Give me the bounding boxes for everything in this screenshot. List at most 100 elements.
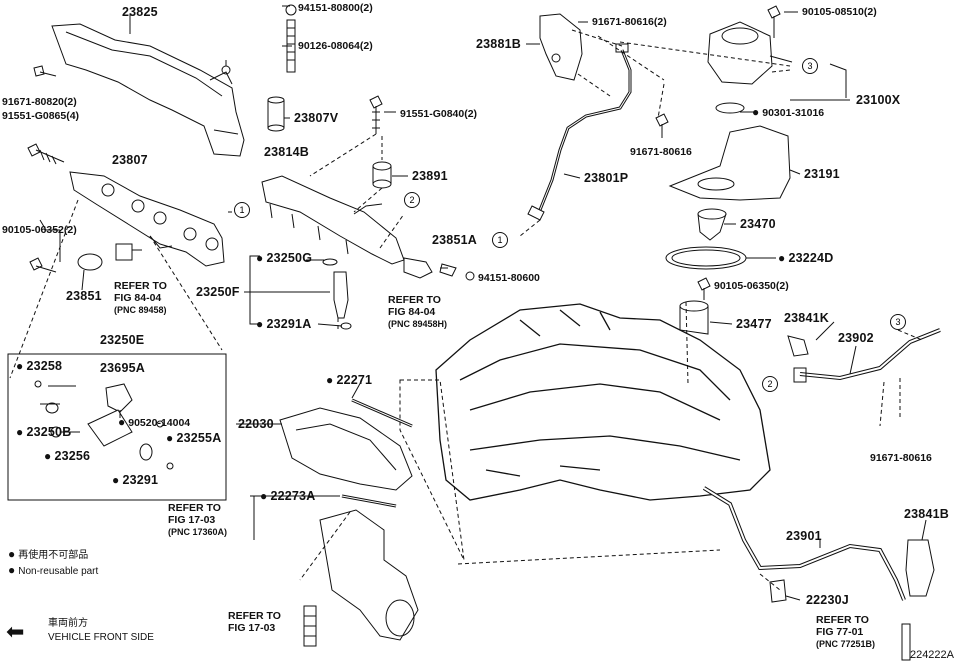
label-23100x[interactable]: 23100X xyxy=(856,93,901,107)
bolt-91551-g0865-drawing xyxy=(27,143,65,165)
label-94151-80600[interactable]: 94151-80600 xyxy=(478,272,540,284)
refer-line: FIG 84-04 xyxy=(114,292,162,304)
label-22230j[interactable]: 22230J xyxy=(806,593,849,607)
refer-line: (PNC 17360A) xyxy=(168,527,228,537)
refer-to-fig-17-03-b[interactable]: REFER TO FIG 17-03 xyxy=(228,610,281,634)
refer-line: FIG 84-04 xyxy=(388,306,436,318)
label-23250b[interactable]: 23250B xyxy=(16,426,71,439)
label-23191[interactable]: 23191 xyxy=(804,167,840,181)
label-23224d[interactable]: 23224D xyxy=(778,252,833,265)
circle-ref-1b: 1 xyxy=(492,232,508,248)
sensor-23851-drawing xyxy=(77,243,142,271)
label-23901[interactable]: 23901 xyxy=(786,529,822,543)
front-label-en: VEHICLE FRONT SIDE xyxy=(48,632,154,643)
label-91671-80820[interactable]: 91671-80820(2) xyxy=(2,96,77,108)
part-23841b-drawing xyxy=(905,539,935,597)
refer-line: REFER TO xyxy=(114,280,167,292)
stud-90126-drawing xyxy=(285,4,297,73)
label-23291a[interactable]: 23291A xyxy=(256,318,311,331)
circle-ref-3: 3 xyxy=(802,58,818,74)
leader-lines xyxy=(39,5,927,601)
refer-to-fig-77-01[interactable]: REFER TO FIG 77-01 (PNC 77251B) xyxy=(816,614,875,650)
label-23902[interactable]: 23902 xyxy=(838,331,874,345)
refer-line: REFER TO xyxy=(388,294,441,306)
throttle-elbow-drawing xyxy=(319,509,419,641)
bolt-90105-06350-drawing xyxy=(697,277,711,300)
label-23841k[interactable]: 23841K xyxy=(784,311,829,325)
refer-line: FIG 77-01 xyxy=(816,626,864,638)
label-23851[interactable]: 23851 xyxy=(66,289,102,303)
label-91671-80616-2[interactable]: 91671-80616(2) xyxy=(592,16,667,28)
label-22271[interactable]: 22271 xyxy=(326,374,372,387)
label-23807[interactable]: 23807 xyxy=(112,153,148,167)
label-23891[interactable]: 23891 xyxy=(412,169,448,183)
label-94151-80800[interactable]: 94151-80800(2) xyxy=(298,2,373,14)
label-23825[interactable]: 23825 xyxy=(122,5,158,19)
bolt-91671-80820-drawing xyxy=(33,65,57,77)
collar-23891-drawing xyxy=(372,161,392,189)
label-23250f[interactable]: 23250F xyxy=(196,285,240,299)
bracket-23825-drawing xyxy=(51,23,245,157)
label-23801p[interactable]: 23801P xyxy=(584,171,629,185)
label-23470[interactable]: 23470 xyxy=(740,217,776,231)
circle-ref-1: 1 xyxy=(234,202,250,218)
label-23814b[interactable]: 23814B xyxy=(264,145,309,159)
guide-lines xyxy=(9,29,923,591)
refer-line: (PNC 89458) xyxy=(114,305,167,315)
legend-jp: 再使用不可部品 xyxy=(8,548,88,562)
refer-to-fig-84-04-b[interactable]: REFER TO FIG 84-04 (PNC 89458H) xyxy=(388,294,447,330)
label-90126-08064[interactable]: 90126-08064(2) xyxy=(298,40,373,52)
part-23841k-drawing xyxy=(787,335,809,357)
refer-line: REFER TO xyxy=(228,610,281,622)
label-23250g[interactable]: 23250G xyxy=(256,252,312,265)
refer-to-fig-17-03-a[interactable]: REFER TO FIG 17-03 (PNC 17360A) xyxy=(168,502,227,538)
label-23881b[interactable]: 23881B xyxy=(476,37,521,51)
label-90301-31016[interactable]: 90301-31016 xyxy=(752,106,824,119)
refer-line: FIG 17-03 xyxy=(228,622,276,634)
label-91551-g0865[interactable]: 91551-G0865(4) xyxy=(2,110,80,122)
label-91551-g0840[interactable]: 91551-G0840(2) xyxy=(400,108,478,120)
bolt-94151-80600-drawing xyxy=(465,271,475,281)
hose-23901-drawing xyxy=(702,486,906,601)
label-90105-06352[interactable]: 90105-06352(2) xyxy=(2,224,77,236)
label-22030[interactable]: 22030 xyxy=(238,417,274,431)
label-23291[interactable]: 23291 xyxy=(112,474,158,487)
fuel-rail-23807-drawing xyxy=(69,171,225,267)
label-91671-80616-a[interactable]: 91671-80616 xyxy=(630,146,692,158)
fuel-rail-23814b-drawing xyxy=(261,175,405,265)
label-90105-06350[interactable]: 90105-06350(2) xyxy=(714,280,789,292)
gasket-23224d-inner-drawing xyxy=(671,249,741,267)
label-90520-14004[interactable]: 90520-14004 xyxy=(118,416,190,429)
clip-22230j-drawing xyxy=(769,579,787,603)
label-23255a[interactable]: 23255A xyxy=(166,432,221,445)
circle-ref-3b: 3 xyxy=(890,314,906,330)
bolt-90105-08510-drawing xyxy=(767,5,781,38)
injector-23250f-drawing xyxy=(322,258,352,330)
label-90105-08510[interactable]: 90105-08510(2) xyxy=(802,6,877,18)
refer-line: (PNC 89458H) xyxy=(388,319,448,329)
engine-block-drawing xyxy=(435,303,771,501)
fuel-pump-23100x-drawing xyxy=(707,21,793,114)
label-23807v[interactable]: 23807V xyxy=(294,111,339,125)
front-arrow-icon: ⬅ xyxy=(6,620,25,645)
refer-to-fig-84-04-a[interactable]: REFER TO FIG 84-04 (PNC 89458) xyxy=(114,280,167,316)
hose-23902-drawing xyxy=(793,328,941,383)
label-23695a[interactable]: 23695A xyxy=(100,361,145,375)
part-23470-drawing xyxy=(697,208,727,241)
label-22273a[interactable]: 22273A xyxy=(260,490,315,503)
label-23841b[interactable]: 23841B xyxy=(904,507,949,521)
fuel-pipe-23801p-drawing xyxy=(527,43,632,221)
label-23250e[interactable]: 23250E xyxy=(100,333,145,347)
sensor-23851a-drawing xyxy=(403,257,457,279)
label-91671-80616-b[interactable]: 91671-80616 xyxy=(870,452,932,464)
label-23477[interactable]: 23477 xyxy=(736,317,772,331)
refer-line: FIG 17-03 xyxy=(168,514,216,526)
label-23256[interactable]: 23256 xyxy=(44,450,90,463)
circle-ref-2: 2 xyxy=(404,192,420,208)
label-23851a[interactable]: 23851A xyxy=(432,233,477,247)
bolt-91551-g0840-drawing xyxy=(369,95,383,134)
label-23258[interactable]: 23258 xyxy=(16,360,62,373)
part-23477-drawing xyxy=(679,300,709,335)
